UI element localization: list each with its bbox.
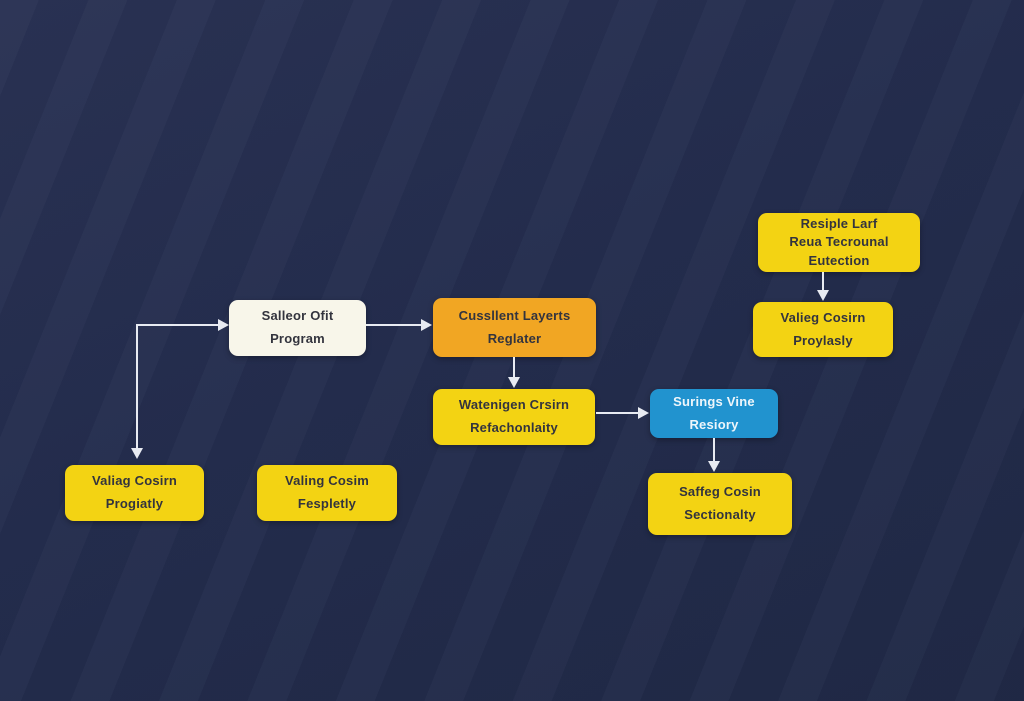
node-label: Watenigen Crsirn — [458, 397, 570, 413]
arrowhead-into-salleor-ofit — [218, 319, 229, 331]
node-cussllent-layerts: Cussllent Layerts Reglater — [433, 298, 596, 357]
node-label: Program — [270, 331, 325, 346]
node-watenigen-crsirn: Watenigen Crsirn Refachonlaity — [433, 389, 595, 445]
node-salleor-ofit: Salleor Ofit Program — [229, 300, 366, 356]
node-label: Valieg Cosirn — [780, 309, 866, 325]
node-label: Resiory — [689, 416, 739, 432]
arrowhead-into-cussllent-layerts — [421, 319, 432, 331]
node-label: Surings Vine — [673, 393, 755, 409]
arrowhead-into-valiag-cosirn — [131, 448, 143, 459]
node-label: Sectionalty — [684, 507, 756, 522]
node-valing-cosim: Valing Cosim Fespletly — [257, 465, 397, 521]
node-resiple-larf: Resiple Larf Reua Tecrounal Eutection — [758, 213, 920, 272]
connector-resiple-to-valieg-line — [822, 272, 824, 291]
node-label: Cussllent Layerts — [458, 307, 571, 323]
node-label: Valiag Cosirn — [92, 473, 177, 489]
arrowhead-into-watenigen-crsirn — [508, 377, 520, 388]
connector-elbow-vertical-line — [136, 324, 138, 448]
arrowhead-into-valieg-cosirn — [817, 290, 829, 301]
node-label: Eutection — [808, 252, 870, 268]
node-label: Saffeg Cosin — [679, 484, 761, 500]
node-label: Fespletly — [297, 496, 357, 511]
node-label: Valing Cosim — [284, 473, 370, 489]
node-label: Refachonlaity — [470, 420, 558, 435]
node-label: Reua Tecrounal — [789, 234, 889, 250]
node-label: Proylasly — [793, 332, 853, 348]
arrowhead-into-surings-vine — [638, 407, 649, 419]
connector-watenigen-to-surings-line — [596, 412, 639, 414]
arrowhead-into-saffeg-cosin — [708, 461, 720, 472]
connector-surings-to-saffeg-line — [713, 438, 715, 462]
node-valieg-cosirn: Valieg Cosirn Proylasly — [753, 302, 893, 357]
node-label: Resiple Larf — [800, 215, 878, 231]
node-label: Progiatly — [105, 496, 164, 511]
node-surings-vine: Surings Vine Resiory — [650, 389, 778, 438]
connector-elbow-horizontal-line — [136, 324, 220, 326]
node-label: Reglater — [487, 330, 542, 346]
node-label: Salleor Ofit — [261, 308, 334, 324]
connector-cussllent-to-watenigen-line — [513, 357, 515, 378]
node-saffeg-cosin: Saffeg Cosin Sectionalty — [648, 473, 792, 535]
node-valiag-cosirn: Valiag Cosirn Progiatly — [65, 465, 204, 521]
connector-salleor-to-cussllent-line — [366, 324, 421, 326]
